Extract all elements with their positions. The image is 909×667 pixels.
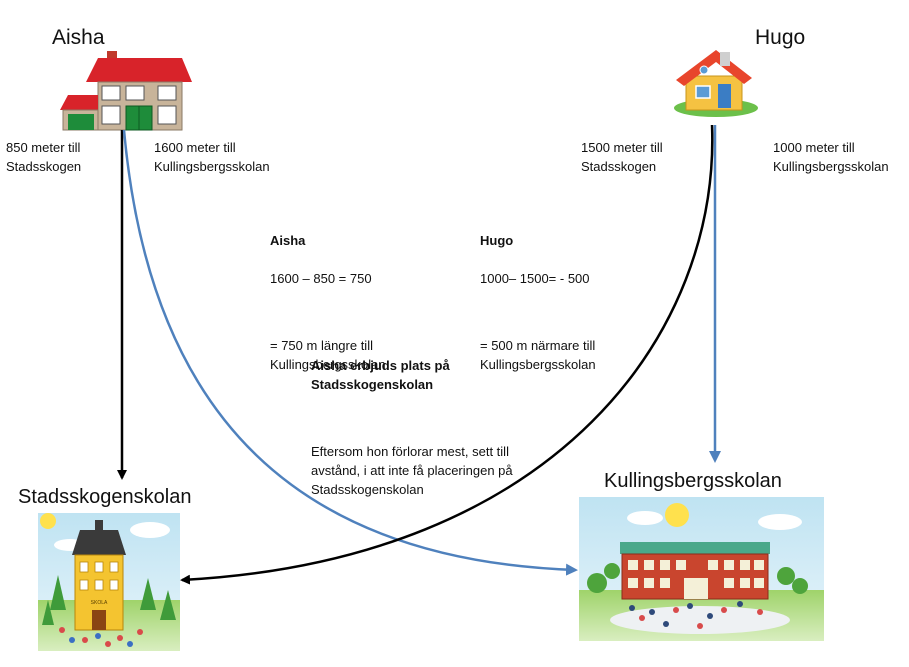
hugo-distance-stadsskogen: 1500 meter till Stadsskogen xyxy=(581,140,663,174)
school-sign-text: SKOLA xyxy=(91,600,108,606)
conclusion-box: Aisha erbjuds plats på Stadsskogenskolan… xyxy=(311,337,551,518)
aisha-calc-formula: 1600 – 850 = 750 xyxy=(270,271,372,286)
kullingsbergsskolan-picture xyxy=(579,497,824,641)
aisha-distance-stadsskogen: 850 meter till Stadsskogen xyxy=(6,140,82,174)
stadsskogenskolan-label: Stadsskogenskolan xyxy=(18,486,192,508)
aisha-distance-kullingsberg: 1600 meter till Kullingsbergsskolan xyxy=(154,140,270,174)
aisha-calc-title: Aisha xyxy=(270,233,306,248)
aisha-to-kullingsberg-arrow xyxy=(122,129,578,576)
aisha-house-icon xyxy=(60,51,192,131)
hugo-calc-title: Hugo xyxy=(480,233,514,248)
hugo-calc-result: = 500 m närmare till Kullingsbergsskolan xyxy=(480,338,596,372)
conclusion-body: Eftersom hon förlorar mest, sett till av… xyxy=(311,444,513,497)
conclusion-title: Aisha erbjuds plats på Stadsskogenskolan xyxy=(311,358,450,392)
hugo-calc-formula: 1000– 1500= - 500 xyxy=(480,271,590,286)
aisha-calculation: Aisha 1600 – 850 = 750 = 750 m längre ti… xyxy=(270,212,460,393)
aisha-calc-result: = 750 m längre till Kullingsbergsskolan xyxy=(270,338,386,372)
aisha-label: Aisha xyxy=(52,26,105,49)
hugo-calculation: Hugo 1000– 1500= - 500 = 500 m närmare t… xyxy=(480,212,670,393)
hugo-to-stadsskogen-arrow xyxy=(180,124,714,585)
kullingsbergsskolan-label: Kullingsbergsskolan xyxy=(604,470,782,492)
hugo-house-icon xyxy=(674,50,758,117)
hugo-distance-kullingsberg: 1000 meter till Kullingsbergsskolan xyxy=(773,140,889,174)
hugo-label: Hugo xyxy=(755,26,806,49)
stadsskogenskolan-picture: SKOLA xyxy=(38,513,180,651)
